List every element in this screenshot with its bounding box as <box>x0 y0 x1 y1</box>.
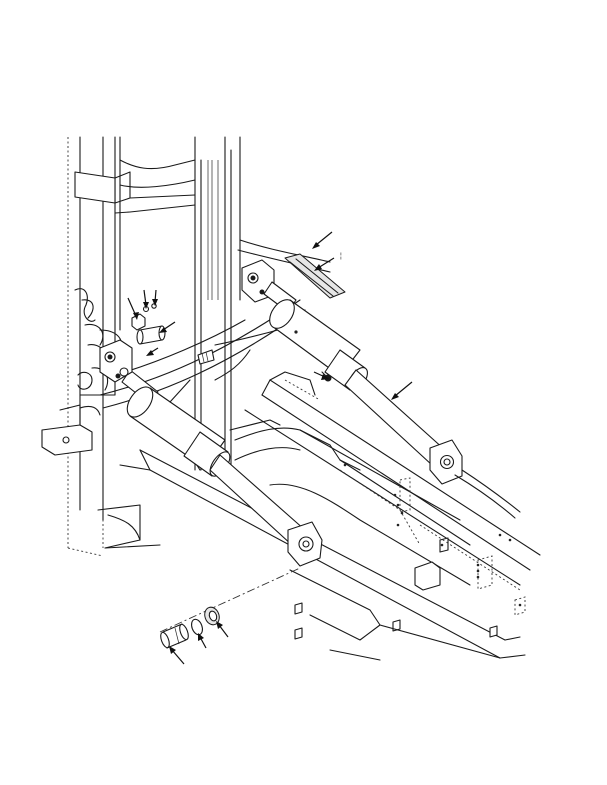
callout-arrow-cylinder-right <box>391 393 399 400</box>
callout-arrow-cover-plate <box>314 264 322 271</box>
figure-mark: ¦ <box>340 253 342 260</box>
frame-hole-marks <box>343 463 522 607</box>
callout-arrow-nut-upper <box>152 299 158 306</box>
lower-pin-set <box>159 567 301 649</box>
callout-leader-pin-lower <box>171 649 185 665</box>
cover-plate <box>284 253 346 299</box>
callout-leader-cover-screw <box>315 231 333 246</box>
callout-arrow-bolt-upper <box>143 302 149 309</box>
callout-arrow-pin-lower <box>169 646 176 654</box>
callout-arrow-bushing-lower <box>216 621 223 629</box>
callout-arrow-cover-screw <box>312 242 320 249</box>
callout-arrow-grease-fitting <box>321 374 329 380</box>
callout-arrow-ring-lower <box>198 633 204 641</box>
lift-cylinder-right <box>241 259 521 519</box>
mast-frame <box>41 136 241 557</box>
callout-arrow-pin-upper <box>159 327 167 333</box>
callout-arrow-clevis <box>146 350 154 356</box>
callout-leaders <box>127 231 413 665</box>
callout-leader-cylinder-right <box>394 381 413 397</box>
chassis-frame <box>119 371 541 661</box>
callout-leader-cover-plate <box>317 257 335 269</box>
callout-arrow-washer-upper <box>133 312 139 320</box>
lift-cylinder-left <box>99 339 323 567</box>
callout-leader-pin-upper <box>162 321 176 331</box>
